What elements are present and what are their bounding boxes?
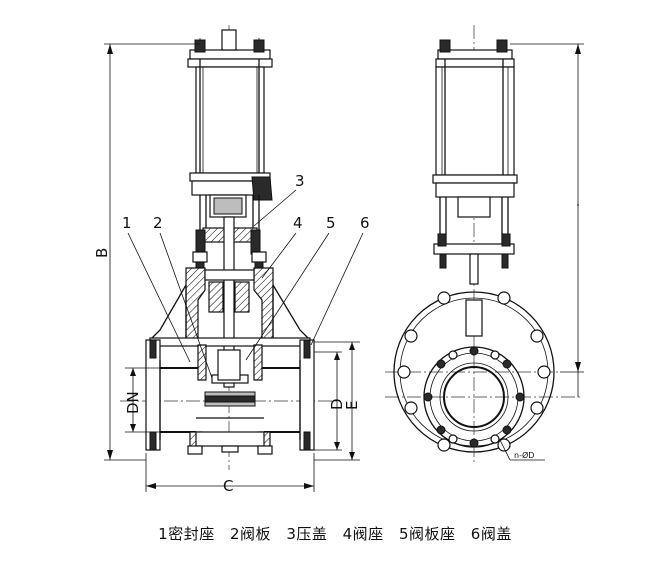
dimension-e-label: E: [343, 401, 361, 410]
legend-item-seal-seat: 1密封座: [158, 525, 215, 543]
bolt-hole-callout: n-ØD: [514, 450, 534, 460]
dimension-b-label: B: [93, 248, 111, 258]
callout-1: 1: [122, 214, 132, 232]
inner-bolt-holes: [423, 346, 525, 448]
callout-5: 5: [326, 214, 336, 232]
dimension-d-label: D: [328, 398, 346, 410]
legend-item-plate-seat: 5阀板座: [398, 525, 456, 543]
dimension-dn-label: DN: [124, 391, 142, 414]
parts-legend: 1密封座 2阀板 3压盖 4阀座 5阀板座 6阀盖: [0, 523, 670, 544]
legend-item-valve-plate: 2阀板: [229, 525, 272, 543]
end-view: n-ØD: [385, 25, 584, 465]
flange-bolt-holes: [397, 291, 551, 452]
legend-item-bonnet: 6阀盖: [470, 525, 512, 543]
callout-3: 3: [295, 172, 305, 190]
callout-4: 4: [293, 214, 303, 232]
dimension-c-label: C: [223, 477, 233, 495]
section-view: 1 2 3 4 5 6 B DN D E: [93, 25, 370, 495]
callout-6: 6: [360, 214, 370, 232]
callout-2: 2: [153, 214, 163, 232]
legend-item-gland: 3压盖: [286, 525, 328, 543]
legend-item-valve-seat: 4阀座: [342, 525, 384, 543]
